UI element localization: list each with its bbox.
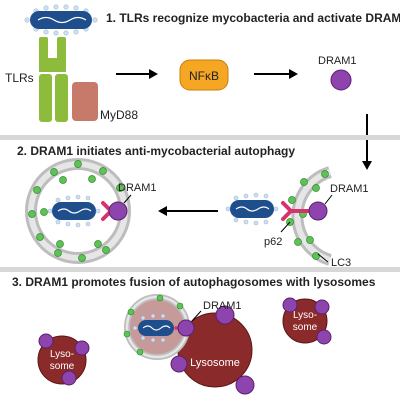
lysosome-label-line2: some xyxy=(50,361,75,372)
dram1-pointer-line xyxy=(191,310,202,322)
panel-separator xyxy=(0,135,400,140)
lc3-label: LC3 xyxy=(331,257,351,267)
dram1-protein-icon xyxy=(308,201,328,221)
dram1-protein-icon xyxy=(108,201,128,221)
panel-3-graphic: 3. DRAM1 promotes fusion of autophagosom… xyxy=(12,275,376,395)
panel-3-title: 3. DRAM1 promotes fusion of autophagosom… xyxy=(12,275,376,289)
dram1-protein-icon xyxy=(177,319,195,337)
lysosome-icon xyxy=(37,333,90,386)
nfkb-label: NFκB xyxy=(189,69,219,83)
mycobacterium-icon xyxy=(47,194,101,228)
panel-separator xyxy=(0,267,400,272)
panel-2-title: 2. DRAM1 initiates anti-mycobacterial au… xyxy=(17,144,295,158)
lysosome-label-line1: Lyso- xyxy=(50,349,74,360)
panel-1-title: 1. TLRs recognize mycobacteria and activ… xyxy=(106,11,400,25)
dram1-pointer-line xyxy=(123,194,132,204)
panel-lysosome-fusion: 3. DRAM1 promotes fusion of autophagosom… xyxy=(0,272,400,400)
nfkb-badge xyxy=(179,59,229,91)
arrow-down-head-icon xyxy=(362,140,372,170)
lysosome-icon xyxy=(170,305,255,395)
dram1-label-panel-3: DRAM1 xyxy=(203,300,242,312)
lysosome-label-line1-right: Lyso- xyxy=(293,310,317,321)
arrow-left-icon xyxy=(158,206,218,216)
arrow-to-dram1-icon xyxy=(254,69,298,79)
p62-linker-icon xyxy=(281,201,311,221)
mycobacterium-icon xyxy=(24,4,98,36)
dram1-protein-icon xyxy=(330,69,352,91)
dram1-pointer-line xyxy=(324,194,333,205)
arrow-to-nfkb-icon xyxy=(116,69,158,79)
phagophore-icon xyxy=(286,166,332,266)
p62-pointer-line xyxy=(280,221,291,233)
tlr-receptor-icon xyxy=(39,37,68,122)
panel-2-graphic: 2. DRAM1 initiates anti-mycobacterial au… xyxy=(17,140,372,269)
tlrs-label: TLRs xyxy=(5,71,34,85)
mycobacterium-icon xyxy=(225,192,279,226)
lc3-pointer-line xyxy=(317,253,329,263)
lysosome-icon xyxy=(282,297,332,345)
p62-label: p62 xyxy=(264,236,282,248)
panel-tlr-recognition: 1. TLRs recognize mycobacteria and activ… xyxy=(0,0,400,160)
panel-autophagy-initiation: 2. DRAM1 initiates anti-mycobacterial au… xyxy=(0,140,400,269)
dram1-label-panel-2-left: DRAM1 xyxy=(118,182,157,194)
lysosome-label-line2-right: some xyxy=(293,322,318,333)
mycobacterium-icon xyxy=(132,313,180,343)
lysosome-label-large: Lysosome xyxy=(190,357,240,369)
dram1-label-panel-1: DRAM1 xyxy=(318,55,357,67)
myd88-label: MyD88 xyxy=(100,108,138,122)
panel-1-graphic: 1. TLRs recognize mycobacteria and activ… xyxy=(5,4,400,160)
myd88-protein-icon xyxy=(72,82,98,121)
dram1-label-panel-2: DRAM1 xyxy=(330,183,369,195)
